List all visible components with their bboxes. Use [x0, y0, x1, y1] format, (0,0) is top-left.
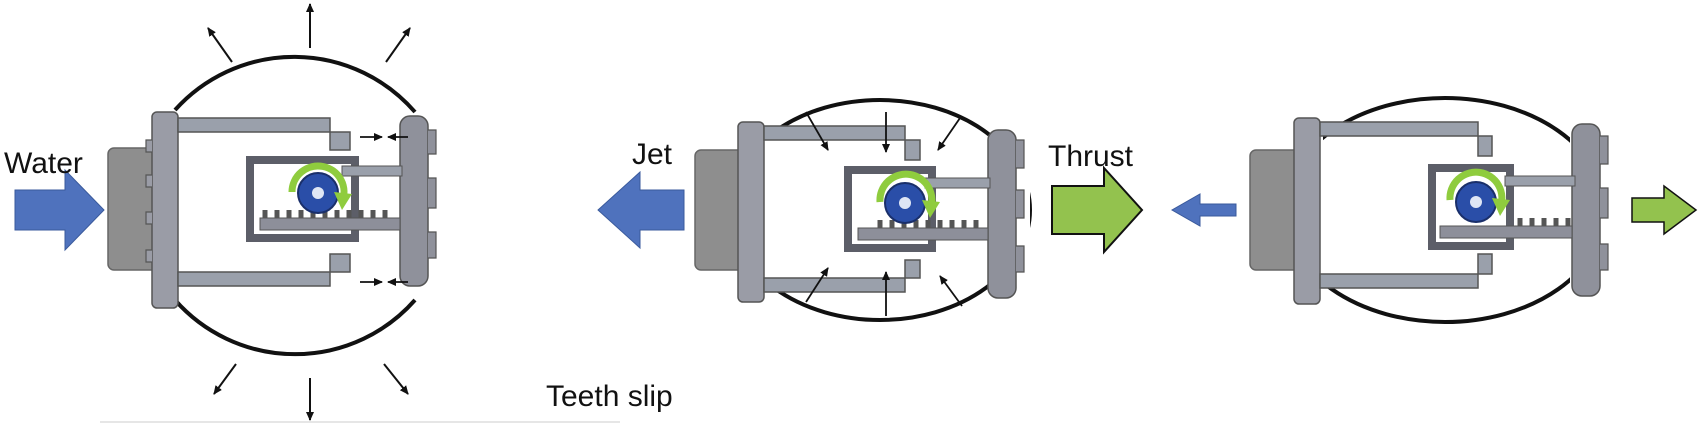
rotation-arrow [288, 162, 348, 204]
left-flange [737, 121, 765, 303]
rack [259, 217, 401, 231]
rotation-arrow [876, 170, 936, 212]
teeth-slip-label: Teeth slip [546, 380, 673, 413]
piston-rod [1504, 175, 1576, 187]
right-flange [1571, 123, 1601, 297]
thrust-label: Thrust [1048, 140, 1134, 173]
right-flange-teeth [428, 129, 437, 259]
water-flow-icon [14, 168, 105, 252]
compression-arrow [937, 117, 961, 151]
rack [857, 227, 989, 241]
rack-teeth [1517, 218, 1571, 226]
membrane-expanded [173, 54, 417, 357]
water-label: Water [4, 147, 83, 180]
rack-teeth [877, 220, 979, 228]
compression-arrow [805, 267, 829, 303]
compression-arrow [805, 111, 829, 151]
right-flange [987, 129, 1017, 299]
rotation-arrow [1446, 168, 1506, 210]
right-flange-teeth [1600, 135, 1609, 271]
left-flange-teeth [145, 139, 152, 263]
rotation-arrow-head [334, 192, 352, 210]
jet-label: Jet [632, 138, 673, 171]
stage-2-jet [597, 98, 1144, 322]
rack-teeth [262, 210, 388, 218]
jet-icon [597, 170, 685, 250]
frame [177, 117, 351, 287]
stage-1-inflow [14, 3, 620, 423]
expansion-arrow [207, 27, 233, 63]
compression-arrow [939, 275, 963, 307]
residual-thrust-icon [1631, 184, 1698, 236]
right-flange [399, 115, 429, 287]
slider-box [1428, 164, 1514, 250]
expansion-arrow [213, 363, 237, 395]
right-flange-teeth [1016, 139, 1025, 273]
expansion-arrow [383, 363, 409, 395]
piston-rod [924, 177, 991, 189]
gear-hub [899, 197, 911, 209]
rotation-arrow-head [922, 200, 940, 218]
gear-hub [1470, 196, 1482, 208]
piston-rod [341, 165, 403, 177]
left-flange [1293, 117, 1321, 305]
frame [1319, 121, 1493, 289]
residual-jet-icon [1170, 193, 1237, 227]
stage-3-recovery [1170, 96, 1698, 324]
rack [1439, 225, 1573, 239]
expansion-arrow [385, 27, 411, 63]
frame [763, 125, 921, 293]
thrust-icon [1051, 165, 1144, 255]
left-flange [151, 111, 179, 309]
slider-box [246, 156, 359, 242]
rotation-arrow-head [1492, 198, 1510, 216]
gear-hub [312, 187, 324, 199]
